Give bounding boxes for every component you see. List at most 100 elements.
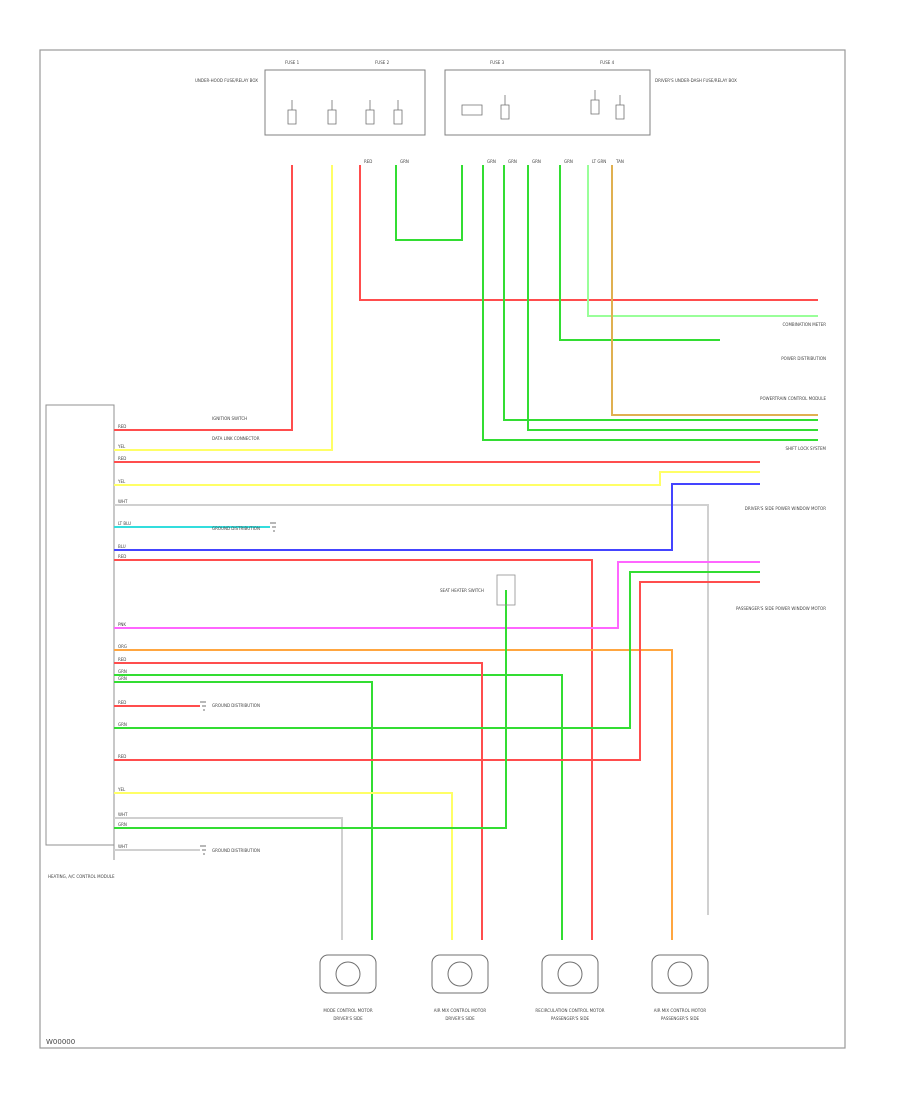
- motor: AIR MIX CONTROL MOTOR PASSENGER'S SIDE: [651, 954, 709, 1021]
- wire-grn: [482, 165, 818, 441]
- wire-color-label: RED: [118, 456, 126, 461]
- wire-color-label: GRN: [508, 159, 517, 164]
- wire-color-label: RED: [364, 159, 372, 164]
- wire-color-label: YEL: [117, 787, 126, 792]
- ground-symbol: [270, 522, 276, 532]
- wire-color-label: RED: [118, 554, 126, 559]
- motor-sublabel: PASSENGER'S SIDE: [661, 1016, 700, 1021]
- fuse-ref-4: FUSE 4: [600, 60, 615, 65]
- wire-red: [114, 165, 293, 431]
- wire-color-label: WHT: [118, 844, 128, 849]
- wire-wht: [114, 504, 709, 915]
- wire-color-label: YEL: [117, 444, 126, 449]
- fuse-box-left-label: UNDER-HOOD FUSE/RELAY BOX: [195, 78, 258, 83]
- fuse-symbols: [287, 90, 625, 125]
- top-fuse-boxes: UNDER-HOOD FUSE/RELAY BOX FUSE 1 FUSE 2 …: [195, 60, 737, 136]
- diagram-border: [39, 49, 846, 1049]
- wire-red: [114, 662, 483, 940]
- control-module: HEATING, A/C CONTROL MODULE: [45, 404, 115, 879]
- fuse-symbol: [461, 104, 483, 116]
- wire-red: [359, 165, 818, 301]
- left-annotation: DATA LINK CONNECTOR: [212, 436, 260, 441]
- fuse-ref-2: FUSE 2: [375, 60, 390, 65]
- seat-heater-switch-label: SEAT HEATER SWITCH: [440, 588, 484, 593]
- fuse-box-right-label: DRIVER'S UNDER-DASH FUSE/RELAY BOX: [655, 78, 737, 83]
- wire-color-label: GRN: [118, 669, 127, 674]
- wire-color-label: WHT: [118, 812, 128, 817]
- motor: RECIRCULATION CONTROL MOTOR PASSENGER'S S…: [535, 954, 605, 1021]
- fuse-symbol: [287, 100, 297, 125]
- wire-org: [114, 649, 673, 940]
- fuse-box-left: [264, 69, 426, 136]
- wire-color-label: YEL: [117, 479, 126, 484]
- control-module-body: [45, 404, 115, 846]
- ground-symbol: [200, 845, 206, 855]
- motor-sublabel: PASSENGER'S SIDE: [551, 1016, 590, 1021]
- right-annotation: POWER DISTRIBUTION: [781, 356, 826, 361]
- ground-symbols: [200, 522, 276, 855]
- left-annotation: IGNITION SWITCH: [212, 416, 247, 421]
- motor-label: MODE CONTROL MOTOR: [323, 1008, 372, 1013]
- motor-symbol: [667, 961, 693, 987]
- wire-grn: [114, 571, 760, 729]
- fuse-ref-3: FUSE 3: [490, 60, 505, 65]
- wire-color-label: LT BLU: [118, 521, 131, 526]
- motor-body: [651, 954, 709, 994]
- motor-symbol: [557, 961, 583, 987]
- right-annotation: COMBINATION METER: [783, 322, 827, 327]
- right-annotation: SHIFT LOCK SYSTEM: [785, 446, 826, 451]
- motor-symbol: [447, 961, 473, 987]
- wire-color-label: WHT: [118, 499, 128, 504]
- motor-body: [541, 954, 599, 994]
- switch-body: [496, 574, 516, 606]
- motor-sublabel: DRIVER'S SIDE: [445, 1016, 475, 1021]
- fuse-box-right: [444, 69, 651, 136]
- fuse-symbol: [327, 100, 337, 125]
- wire-grn: [114, 674, 563, 940]
- fuse-symbol: [500, 95, 510, 120]
- wire-grn: [395, 165, 463, 241]
- wire-blu: [114, 483, 760, 551]
- motor-body: [319, 954, 377, 994]
- fuse-symbol: [393, 100, 403, 125]
- wire-color-label: GRN: [118, 822, 127, 827]
- wire-color-label: GRN: [118, 722, 127, 727]
- motor-symbol: [335, 961, 361, 987]
- left-annotation: GROUND DISTRIBUTION: [212, 703, 260, 708]
- wire-color-label: ORG: [118, 644, 127, 649]
- wire-color-label: TAN: [615, 159, 624, 164]
- wire-color-label: RED: [118, 657, 126, 662]
- wire-color-label: PNK: [118, 622, 126, 627]
- wire-tan: [611, 165, 818, 416]
- wire-color-label: RED: [118, 700, 126, 705]
- wire-color-label: GRN: [400, 159, 409, 164]
- fuse-symbol: [590, 90, 600, 115]
- wire-color-label: RED: [118, 424, 126, 429]
- wire-yel: [114, 165, 333, 451]
- wire-wht: [114, 817, 343, 940]
- wire-lt-grn: [587, 165, 818, 317]
- annotations: IGNITION SWITCH DATA LINK CONNECTOR GROUND…: [212, 322, 827, 853]
- motor-label: RECIRCULATION CONTROL MOTOR: [535, 1008, 604, 1013]
- wire-color-label: GRN: [118, 676, 127, 681]
- fuse-symbol: [365, 100, 375, 125]
- fuse-ref-1: FUSE 1: [285, 60, 300, 65]
- wire-pnk: [114, 561, 760, 629]
- control-module-label: HEATING, A/C CONTROL MODULE: [48, 874, 115, 879]
- motor-label: AIR MIX CONTROL MOTOR: [654, 1008, 707, 1013]
- wire-red: [114, 559, 593, 940]
- wire-yel: [114, 471, 760, 486]
- wire-red: [114, 581, 760, 761]
- left-annotation: GROUND DISTRIBUTION: [212, 526, 260, 531]
- wire-color-label: GRN: [564, 159, 573, 164]
- wire-color-label: GRN: [532, 159, 541, 164]
- motor-body: [431, 954, 489, 994]
- wire-yel: [114, 792, 453, 940]
- right-annotation: PASSENGER'S SIDE POWER WINDOW MOTOR: [736, 606, 826, 611]
- wire-grn: [527, 165, 818, 431]
